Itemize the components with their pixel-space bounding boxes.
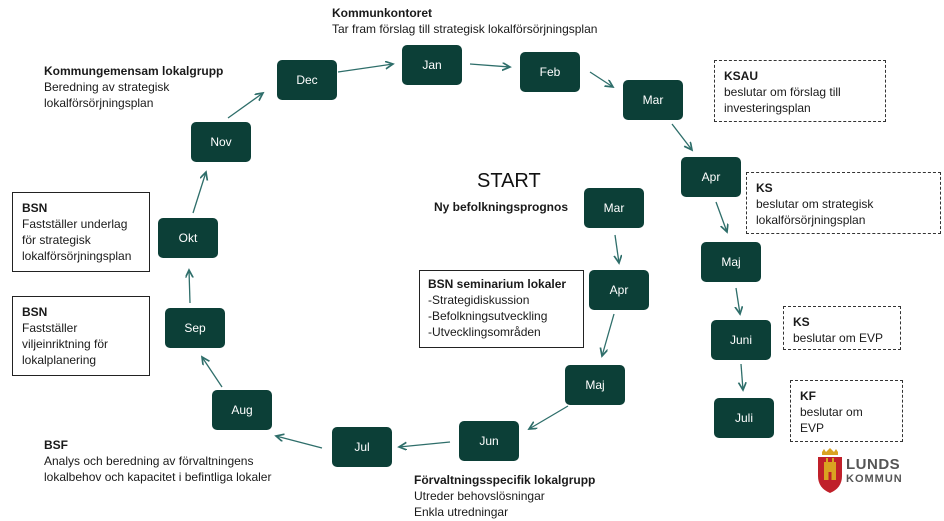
month-node-nov: Nov (191, 122, 251, 162)
annotation-line: viljeinriktning för (22, 337, 109, 351)
annotation-ks-evp: KS beslutar om EVP (783, 306, 901, 350)
annotation-kommungemensam: Kommungemensam lokalgrupp Beredning av s… (44, 63, 223, 111)
annotation-title: KF (800, 389, 816, 403)
month-node-aug: Aug (212, 390, 272, 430)
start-label: START (477, 170, 541, 192)
annotation-ks-plan: KS beslutar om strategisk lokalförsörjni… (746, 172, 941, 234)
annotation-title: Förvaltningsspecifik lokalgrupp (414, 473, 596, 487)
month-node-maj: Maj (701, 242, 761, 282)
annotation-line: lokalförsörjningsplan (756, 213, 866, 227)
arrow-maj-juni (736, 287, 740, 314)
arrow-dec-jan (337, 64, 393, 73)
month-node-dec: Dec (277, 60, 337, 100)
annotation-kommunkontoret: Kommunkontoret Tar fram förslag till str… (332, 5, 597, 37)
annotation-title: BSN seminarium lokaler (428, 277, 567, 291)
lunds-kommun-logo: LUNDS KOMMUN (816, 448, 908, 496)
arrow-okt-nov (192, 172, 206, 214)
month-node-jul: Jul (332, 427, 392, 467)
annotation-line: Beredning av strategisk (44, 80, 170, 94)
annotation-title: KS (793, 315, 810, 329)
inner-node-mar: Mar (584, 188, 644, 228)
annotation-title: BSN (22, 305, 48, 319)
annotation-line: beslutar om strategisk (756, 197, 874, 211)
annotation-bsn-vilje: BSN Fastställer viljeinriktning för loka… (12, 296, 150, 376)
annotation-line: EVP (800, 421, 825, 435)
arrow-nov-dec (227, 93, 263, 119)
annotation-line: Fastställer (22, 321, 78, 335)
coat-of-arms-icon (818, 448, 842, 493)
annotation-title: BSF (44, 438, 68, 452)
arrow-inner-mar-apr (615, 234, 619, 263)
arrow-aug-sep (202, 357, 223, 388)
month-node-feb: Feb (520, 52, 580, 92)
logo-text-kommun: KOMMUN (846, 473, 903, 485)
annotation-title: BSN (22, 201, 48, 215)
arrow-sep-okt (189, 270, 190, 304)
logo-text-lunds: LUNDS (846, 456, 901, 473)
month-node-apr: Apr (681, 157, 741, 197)
annotation-line: investeringsplan (724, 101, 811, 115)
annotation-line: beslutar om (800, 405, 863, 419)
arrow-jun-jul (399, 441, 451, 447)
annotation-line: Enkla utredningar (414, 505, 509, 519)
month-node-juni: Juni (711, 320, 771, 360)
annotation-line: Tar fram förslag till strategisk lokalfö… (332, 22, 598, 36)
month-node-jun: Jun (459, 421, 519, 461)
arrow-feb-mar (589, 71, 613, 87)
annotation-line: lokalförsörjningsplan (44, 96, 154, 110)
annotation-line: för strategisk (22, 233, 91, 247)
annotation-bsn-underlag: BSN Fastställer underlag för strategisk … (12, 192, 150, 272)
annotation-line: lokalbehov och kapacitet i befintliga lo… (44, 470, 272, 484)
arrow-jan-feb (469, 64, 510, 67)
arrow-mar-apr (671, 123, 692, 150)
arrow-jul-aug (276, 436, 323, 449)
month-node-sep: Sep (165, 308, 225, 348)
arrow-inner-apr-maj (602, 313, 615, 356)
annotation-line: Fastställer underlag (22, 217, 128, 231)
arrow-apr-maj (715, 201, 727, 232)
annotation-line: beslutar om EVP (793, 331, 884, 345)
arrow-maj-jun (529, 405, 569, 429)
annotation-line: -Utvecklingsområden (428, 325, 541, 339)
inner-node-apr: Apr (589, 270, 649, 310)
annotation-line: Utreder behovslösningar (414, 489, 545, 503)
annotation-befolkning: Ny befolkningsprognos (434, 199, 568, 215)
annotation-title: Kommungemensam lokalgrupp (44, 64, 224, 78)
annotation-title: Ny befolkningsprognos (434, 200, 569, 214)
month-node-juli: Juli (714, 398, 774, 438)
annotation-line: -Befolkningsutveckling (428, 309, 548, 323)
annotation-title: KS (756, 181, 773, 195)
annotation-kf: KF beslutar om EVP (790, 380, 903, 442)
annotation-line: -Strategidiskussion (428, 293, 530, 307)
annotation-forvaltning: Förvaltningsspecifik lokalgrupp Utreder … (414, 472, 595, 520)
annotation-line: lokalplanering (22, 353, 97, 367)
annotation-title: KSAU (724, 69, 759, 83)
arrow-juni-juli (741, 363, 743, 390)
annotation-line: beslutar om förslag till (724, 85, 841, 99)
annotation-bsf: BSF Analys och beredning av förvaltninge… (44, 437, 271, 485)
month-node-jan: Jan (402, 45, 462, 85)
month-node-mar: Mar (623, 80, 683, 120)
annotation-ksau: KSAU beslutar om förslag till investerin… (714, 60, 886, 122)
annotation-line: lokalförsörjningsplan (22, 249, 132, 263)
annotation-line: Analys och beredning av förvaltningens (44, 454, 254, 468)
annotation-title: Kommunkontoret (332, 6, 432, 20)
inner-node-maj: Maj (565, 365, 625, 405)
annotation-bsn-seminarium: BSN seminarium lokaler -Strategidiskussi… (419, 270, 584, 348)
month-node-okt: Okt (158, 218, 218, 258)
